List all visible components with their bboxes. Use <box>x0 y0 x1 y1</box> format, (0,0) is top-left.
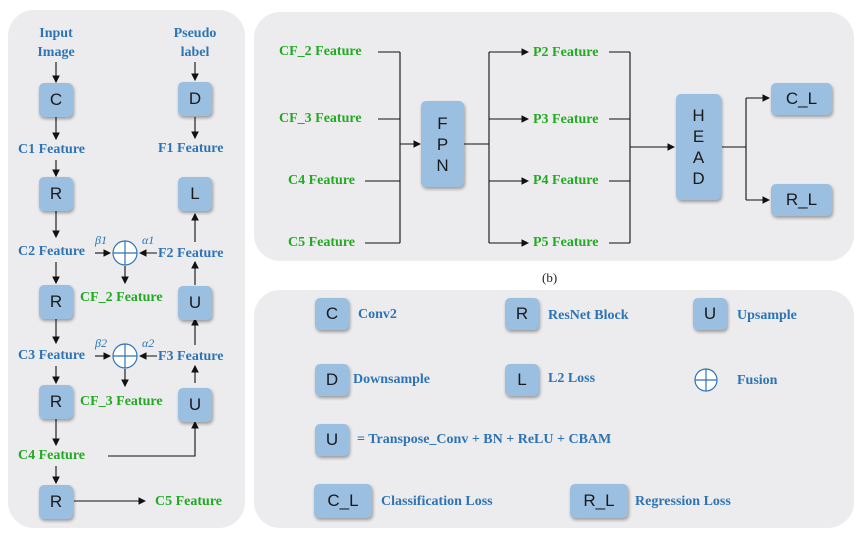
legend-cl-box: C_L <box>314 484 372 518</box>
fpn-panel <box>254 12 854 261</box>
upsample-box-1: U <box>178 286 212 320</box>
alpha1-label: α1 <box>142 233 155 247</box>
legend-l2-loss-label: L2 Loss <box>548 371 596 386</box>
resnet-box-2: R <box>39 285 73 319</box>
alpha2-label: α2 <box>142 336 155 350</box>
conv-box: C <box>39 83 73 117</box>
fpn-letter-p: P <box>436 134 449 154</box>
legend-downsample-box: D <box>315 364 349 396</box>
legend-conv-label: Conv2 <box>358 307 397 322</box>
fusion-icon <box>112 240 138 266</box>
resnet-box-1: R <box>39 177 73 211</box>
fpn-input-c5: C5 Feature <box>288 235 355 250</box>
downsample-box: D <box>178 82 212 116</box>
legend-rl-box: R_L <box>570 484 628 518</box>
fusion-legend-icon <box>694 368 718 392</box>
legend-conv-box: C <box>315 298 349 330</box>
legend-resnet-box: R <box>505 298 539 330</box>
beta2-label: β2 <box>95 336 107 350</box>
legend-l2-loss-box: L <box>505 364 539 396</box>
head-letter-a: A <box>692 148 705 167</box>
cf2-feature-label: CF_2 Feature <box>80 290 163 305</box>
input-image-label: Input Image <box>37 26 75 60</box>
resnet-box-3: R <box>39 385 73 419</box>
fpn-input-c4: C4 Feature <box>288 173 355 188</box>
fpn-input-cf2: CF_2 Feature <box>279 44 362 59</box>
caption-b: (b) <box>542 270 558 285</box>
l2-loss-box: L <box>178 177 212 211</box>
f2-feature-label: F2 Feature <box>158 246 224 261</box>
fpn-letter-n: N <box>436 155 449 175</box>
cf3-feature-label: CF_3 Feature <box>80 394 163 409</box>
classification-loss-box: C_L <box>771 83 832 115</box>
legend-u-definition-box: U <box>315 424 349 456</box>
legend-resnet-label: ResNet Block <box>548 308 629 323</box>
f1-feature-label: F1 Feature <box>158 141 224 156</box>
legend-downsample-label: Downsample <box>353 372 431 387</box>
pseudo-label-label: Pseudo label <box>173 26 217 60</box>
p2-feature-label: P2 Feature <box>533 45 599 60</box>
c4-feature-label: C4 Feature <box>18 448 85 463</box>
c1-feature-label: C1 Feature <box>18 142 85 157</box>
c3-feature-label: C3 Feature <box>18 348 85 363</box>
p3-feature-label: P3 Feature <box>533 112 599 127</box>
legend-upsample-box: U <box>693 298 727 330</box>
legend-upsample-label: Upsample <box>737 308 797 323</box>
legend-fusion-label: Fusion <box>737 373 778 388</box>
head-letter-h: H <box>692 106 705 125</box>
fpn-letter-f: F <box>437 113 448 133</box>
p5-feature-label: P5 Feature <box>533 235 599 250</box>
legend-rl-label: Regression Loss <box>635 494 731 509</box>
fpn-input-cf3: CF_3 Feature <box>279 111 362 126</box>
p4-feature-label: P4 Feature <box>533 173 599 188</box>
head-box: H E A D <box>676 94 721 200</box>
resnet-box-4: R <box>39 485 73 519</box>
regression-loss-box: R_L <box>771 184 832 216</box>
f3-feature-label: F3 Feature <box>158 349 224 364</box>
c2-feature-label: C2 Feature <box>18 244 85 259</box>
legend-cl-label: Classification Loss <box>381 494 493 509</box>
upsample-box-2: U <box>178 388 212 422</box>
beta1-label: β1 <box>95 233 107 247</box>
legend-u-definition-label: = Transpose_Conv + BN + ReLU + CBAM <box>357 432 612 447</box>
head-letter-e: E <box>692 127 705 146</box>
head-letter-d: D <box>692 169 705 188</box>
c5-feature-label: C5 Feature <box>155 494 222 509</box>
fpn-box: F P N <box>421 101 464 187</box>
fusion-icon <box>112 343 138 369</box>
